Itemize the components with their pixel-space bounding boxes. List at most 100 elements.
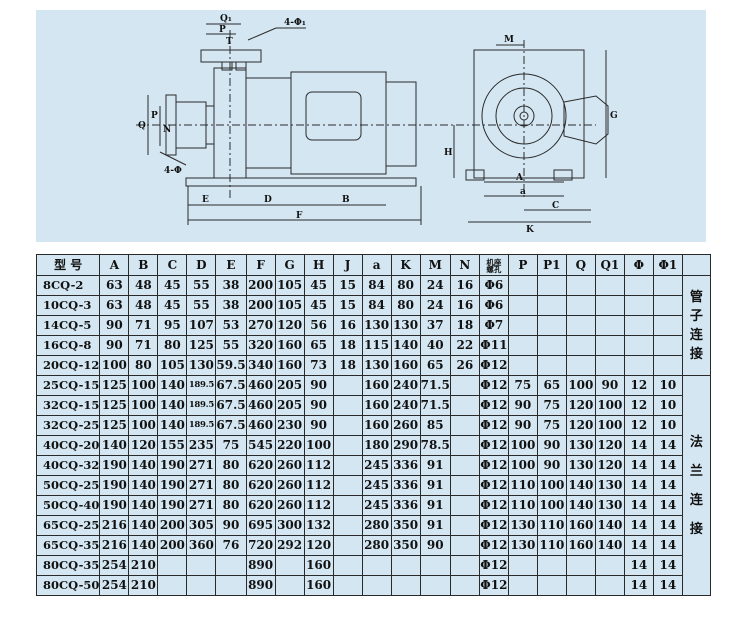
table-cell: 90 — [215, 515, 247, 536]
table-cell — [390, 575, 421, 596]
table-cell: 14 — [652, 435, 683, 456]
table-cell: Φ12 — [478, 575, 509, 596]
table-cell: 14 — [652, 535, 683, 556]
table-cell — [332, 475, 363, 496]
table-cell — [623, 295, 654, 316]
table-cell — [507, 275, 538, 296]
table-cell: Φ12 — [478, 355, 509, 376]
table-cell: 37 — [419, 315, 451, 336]
pump-dimension-drawing: Q₁ P T 4-Φ₁ Q P N 4-Φ E D B F M G H A a … — [36, 10, 706, 242]
header-19: Φ — [623, 254, 654, 276]
table-cell: 160 — [274, 335, 305, 356]
table-cell — [652, 295, 683, 316]
table-cell: 140 — [99, 435, 130, 456]
table-cell: 80 — [157, 335, 188, 356]
table-cell: 10 — [652, 375, 683, 396]
table-cell — [652, 355, 683, 376]
dim-q1-label: Q₁ — [220, 14, 232, 24]
table-cell: 350 — [390, 515, 421, 536]
table-cell: 26 — [449, 355, 480, 376]
table-cell: 71.5 — [419, 375, 451, 396]
table-cell: 84 — [361, 295, 392, 316]
header-12: M — [419, 254, 451, 276]
table-cell: 254 — [99, 575, 130, 596]
table-cell: 91 — [419, 515, 451, 536]
table-cell: Φ7 — [478, 315, 509, 336]
table-cell: 14CQ-5 — [35, 315, 101, 336]
dim-g-label: G — [610, 111, 618, 121]
table-cell: 16 — [332, 315, 363, 336]
table-cell: 38 — [215, 275, 247, 296]
table-cell: 48 — [128, 275, 159, 296]
table-cell — [652, 335, 683, 356]
table-cell: 15 — [332, 295, 363, 316]
header-2: B — [128, 254, 159, 276]
table-cell: 132 — [303, 515, 334, 536]
table-cell: 100 — [507, 455, 538, 476]
table-cell: 205 — [274, 395, 305, 416]
table-cell: 14 — [623, 555, 654, 576]
table-cell: 290 — [390, 435, 421, 456]
table-cell: 67.5 — [215, 395, 247, 416]
table-cell: 75 — [536, 395, 567, 416]
table-cell: 245 — [361, 495, 392, 516]
table-cell — [332, 495, 363, 516]
table-cell — [449, 455, 480, 476]
table-cell: 90 — [99, 315, 130, 336]
table-cell: 130 — [565, 435, 596, 456]
table-cell: 460 — [245, 375, 276, 396]
table-cell: 105 — [274, 275, 305, 296]
table-cell: 336 — [390, 455, 421, 476]
table-cell: 90 — [536, 455, 567, 476]
table-cell: 10 — [652, 395, 683, 416]
table-cell: 112 — [303, 475, 334, 496]
table-cell — [332, 535, 363, 556]
table-cell — [594, 575, 625, 596]
table-cell: 14 — [652, 475, 683, 496]
table-cell: 125 — [99, 415, 130, 436]
table-cell: 85 — [419, 415, 451, 436]
table-cell: 14 — [652, 495, 683, 516]
table-cell: 65 — [536, 375, 567, 396]
table-cell: 63 — [99, 295, 130, 316]
table-cell: 80 — [390, 295, 421, 316]
outlet-flange — [200, 49, 262, 63]
table-cell: 190 — [99, 475, 130, 496]
header-connection — [681, 254, 711, 276]
table-cell — [215, 575, 247, 596]
header-20: Φ1 — [652, 254, 683, 276]
table-cell: 140 — [157, 375, 188, 396]
dim-f-label: F — [296, 211, 303, 221]
table-cell — [274, 575, 305, 596]
table-cell — [186, 575, 217, 596]
table-cell: 14 — [652, 455, 683, 476]
table-cell: Φ12 — [478, 435, 509, 456]
table-cell: 120 — [565, 415, 596, 436]
table-cell: 130 — [507, 535, 538, 556]
table-cell: 90 — [536, 435, 567, 456]
table-cell — [332, 375, 363, 396]
table-cell: 160 — [565, 535, 596, 556]
table-cell: Φ12 — [478, 375, 509, 396]
table-cell: Φ12 — [478, 495, 509, 516]
table-cell: 160 — [361, 415, 392, 436]
table-cell: 18 — [449, 315, 480, 336]
table-cell: 90 — [99, 335, 130, 356]
table-cell: 130 — [186, 355, 217, 376]
table-cell: 16 — [449, 275, 480, 296]
table-cell — [594, 295, 625, 316]
table-cell: 130 — [565, 455, 596, 476]
table-cell: 100 — [594, 395, 625, 416]
table-cell: 55 — [186, 295, 217, 316]
table-cell: Φ12 — [478, 535, 509, 556]
table-cell: Φ12 — [478, 555, 509, 576]
table-cell: 140 — [128, 515, 159, 536]
